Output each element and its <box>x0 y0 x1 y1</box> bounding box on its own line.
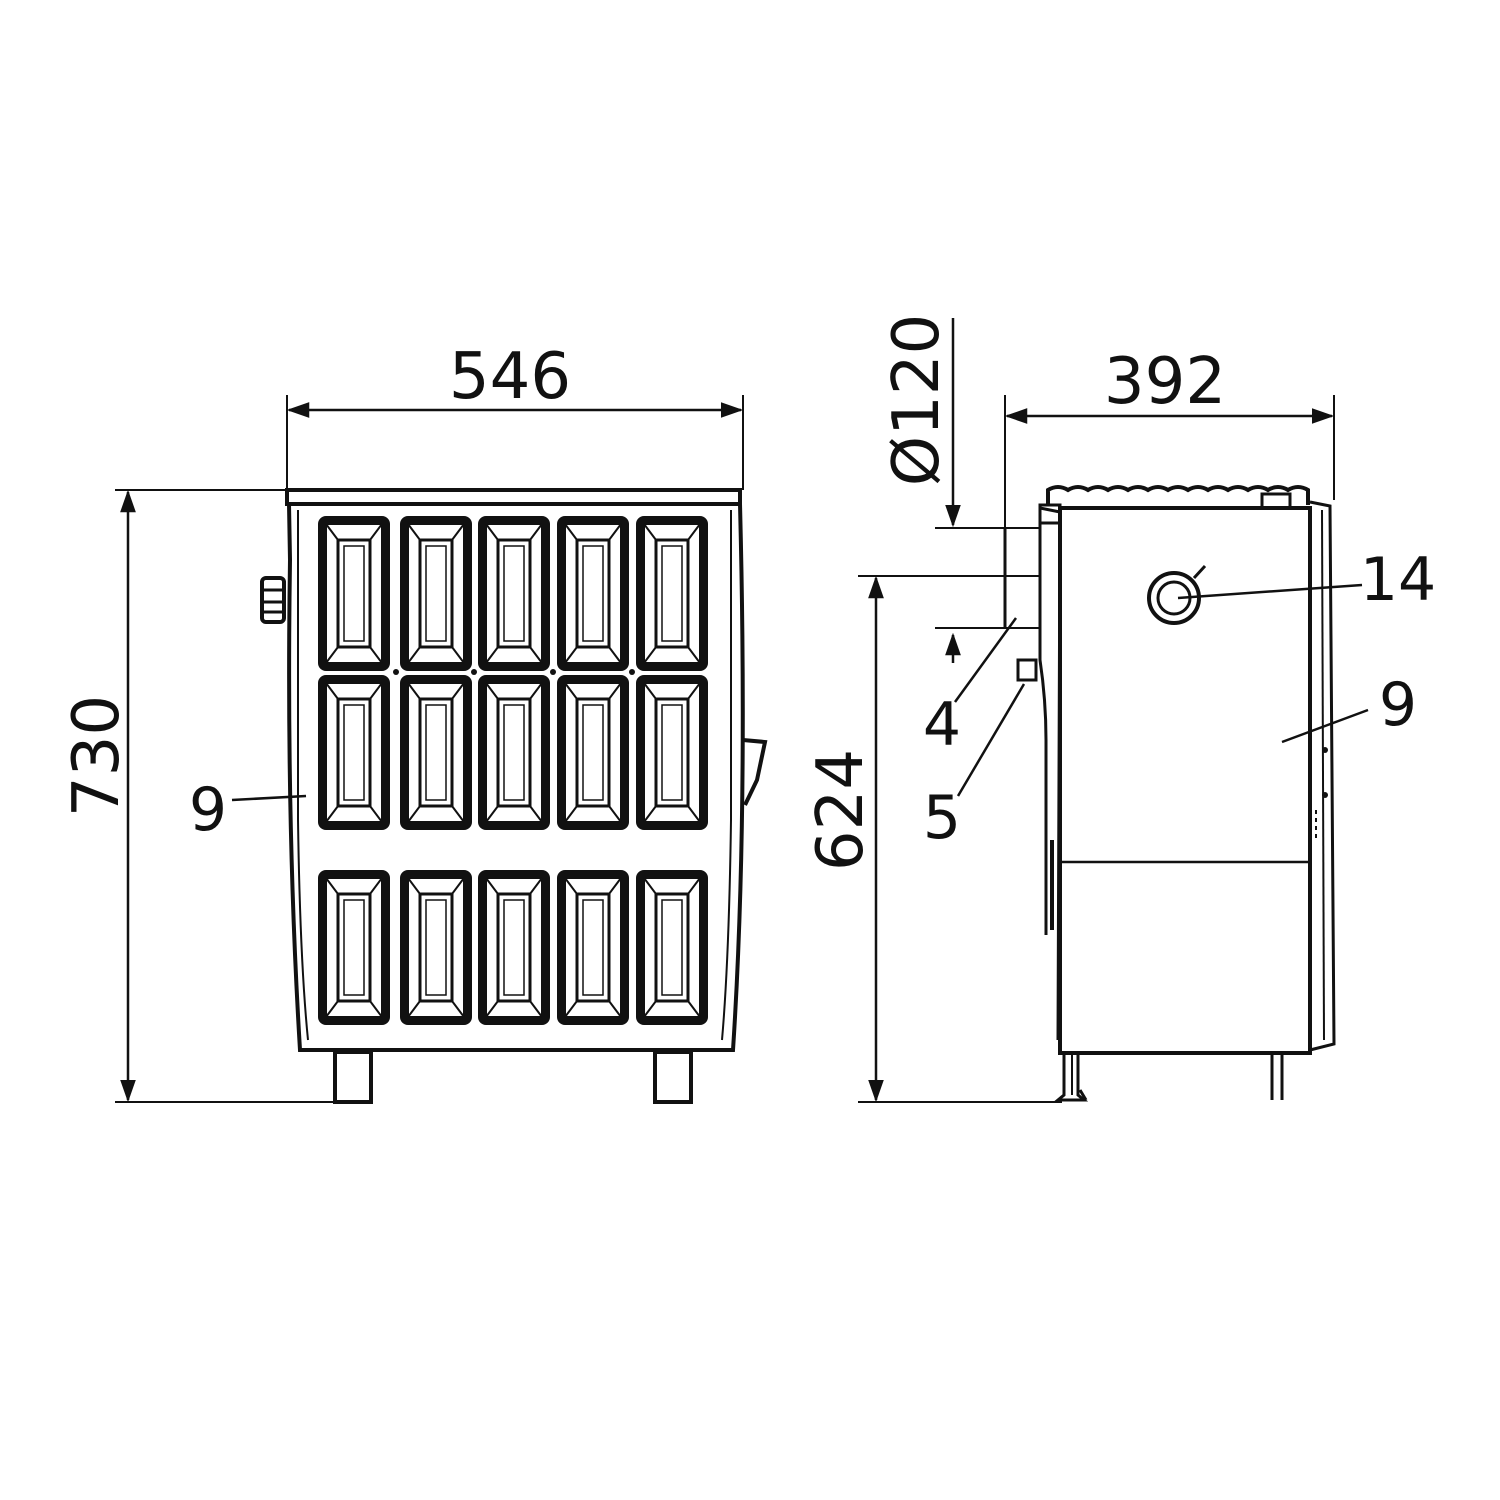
side-lid <box>1046 485 1310 505</box>
callout-air-control-label: 5 <box>923 783 961 853</box>
side-leg-front <box>1053 1053 1089 1102</box>
front-lid <box>285 488 742 506</box>
front-leg-right <box>653 1050 693 1104</box>
stone-panel <box>318 870 390 1025</box>
dimension-height-label: 730 <box>60 695 134 817</box>
dimension-flue-diameter-label: Ø120 <box>880 314 954 487</box>
callout-flue-connector: 4 <box>923 617 1018 760</box>
stone-panel <box>478 870 550 1025</box>
front-leg-left <box>333 1050 373 1104</box>
panel-rivet <box>629 669 635 675</box>
air-control-icon <box>1016 658 1038 682</box>
stone-panel <box>400 870 472 1025</box>
callout-top-outlet: 14 <box>1177 545 1436 615</box>
stone-panel <box>400 675 472 830</box>
dimension-width: 546 <box>286 340 744 490</box>
callout-front-stone: 9 <box>189 775 307 845</box>
dimension-flue-diameter: Ø120 <box>880 314 1040 670</box>
dimension-depth: 392 <box>1004 345 1335 528</box>
dimension-flue-height: 624 <box>804 575 1062 1103</box>
flue-connector <box>1004 527 1041 629</box>
stone-panel <box>557 675 629 830</box>
panel-rivet <box>471 669 477 675</box>
door-handle-icon <box>742 738 768 806</box>
stone-panel <box>318 516 390 671</box>
dimension-width-label: 546 <box>449 340 571 414</box>
panel-rivet <box>393 669 399 675</box>
dimension-depth-label: 392 <box>1104 345 1226 419</box>
dimension-flue-height-label: 624 <box>804 749 878 871</box>
callout-side-stone: 9 <box>1281 670 1417 744</box>
side-leg-back <box>1270 1053 1284 1100</box>
stone-panel <box>318 675 390 830</box>
stone-panel <box>636 675 708 830</box>
front-body <box>287 503 745 1052</box>
stone-panel <box>636 516 708 671</box>
callout-top-outlet-label: 14 <box>1360 545 1436 615</box>
top-outlet-icon <box>1147 564 1207 625</box>
panel-rivet <box>550 669 556 675</box>
stone-panel <box>557 870 629 1025</box>
side-body <box>1058 506 1312 1055</box>
stone-panel <box>478 675 550 830</box>
front-stone-grid <box>318 516 708 1025</box>
side-view <box>1003 485 1336 1102</box>
stone-panel <box>636 870 708 1025</box>
stone-panel <box>557 516 629 671</box>
front-view <box>260 488 768 1104</box>
control-knob-icon <box>260 576 286 624</box>
callout-side-stone-label: 9 <box>1379 670 1417 740</box>
callout-front-stone-label: 9 <box>189 775 227 845</box>
dimension-height: 730 <box>60 489 370 1103</box>
stone-panel <box>478 516 550 671</box>
callout-air-control: 5 <box>923 683 1026 853</box>
stone-panel <box>400 516 472 671</box>
